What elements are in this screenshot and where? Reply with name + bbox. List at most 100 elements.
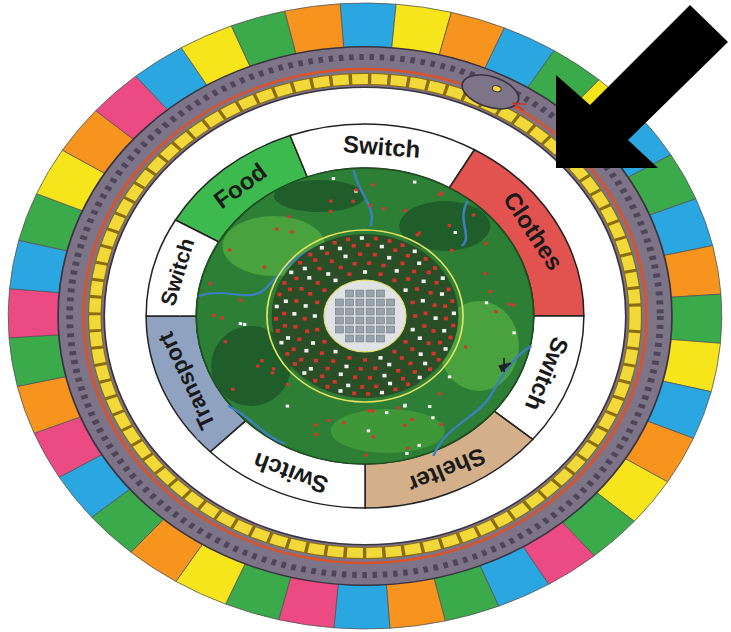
house <box>413 250 417 254</box>
house <box>412 270 416 274</box>
house <box>355 188 358 191</box>
house <box>393 248 397 252</box>
house <box>304 349 308 353</box>
city-block <box>335 299 343 306</box>
house <box>373 366 377 370</box>
house <box>447 288 451 292</box>
segment-text: Switch <box>155 235 199 309</box>
ring-segment-label: Food <box>203 153 278 219</box>
house <box>434 316 438 320</box>
house <box>374 385 378 389</box>
house <box>299 287 303 291</box>
house <box>406 254 410 258</box>
house <box>406 382 410 386</box>
house <box>428 291 432 295</box>
town <box>272 234 459 398</box>
segment-text: Shelter <box>404 443 490 499</box>
ring-segment-label: Switch <box>336 128 427 165</box>
house <box>228 249 231 252</box>
track-space <box>9 335 67 387</box>
house <box>385 411 388 414</box>
house <box>298 261 302 265</box>
house <box>411 301 415 305</box>
city-block <box>346 335 354 342</box>
house <box>299 358 303 362</box>
track-space <box>340 3 396 49</box>
house <box>283 324 287 328</box>
city-block <box>387 308 395 315</box>
house <box>371 183 374 186</box>
house <box>367 409 370 412</box>
house <box>423 362 427 366</box>
house <box>303 267 307 271</box>
house <box>325 252 329 256</box>
house <box>329 200 332 203</box>
house <box>432 329 436 333</box>
city-block <box>356 317 364 324</box>
house <box>417 232 420 235</box>
track-space <box>386 577 445 628</box>
house <box>358 252 362 256</box>
house <box>338 247 342 251</box>
city-block <box>376 299 384 306</box>
house <box>404 209 407 212</box>
snake-belly <box>95 79 635 553</box>
house <box>307 276 311 280</box>
ring-segment-label: Switch <box>152 229 205 316</box>
house <box>286 336 290 340</box>
city-block <box>366 335 374 342</box>
house <box>346 238 350 242</box>
house <box>331 359 335 363</box>
house <box>231 388 234 391</box>
house <box>275 228 278 231</box>
label-ring <box>146 124 584 508</box>
city-block <box>356 299 364 306</box>
house <box>256 365 259 368</box>
house <box>353 376 357 380</box>
snake-head <box>456 68 532 118</box>
house <box>326 272 330 276</box>
house <box>347 356 351 360</box>
house <box>313 314 317 318</box>
house <box>432 352 436 356</box>
house <box>304 304 308 308</box>
house <box>422 324 426 328</box>
house <box>431 416 434 419</box>
house <box>344 365 348 369</box>
house <box>360 236 364 240</box>
house <box>419 352 423 356</box>
house <box>405 452 408 455</box>
house <box>396 369 400 373</box>
house <box>418 336 422 340</box>
house <box>292 312 296 316</box>
house <box>448 375 451 378</box>
segment-text: Food <box>209 157 272 214</box>
house <box>380 245 384 249</box>
house <box>329 210 332 213</box>
city-block <box>366 317 374 324</box>
house <box>275 305 279 309</box>
house <box>433 303 437 307</box>
house <box>209 282 212 285</box>
house <box>442 329 446 333</box>
city-block <box>376 290 384 297</box>
house <box>311 341 315 345</box>
house <box>263 266 266 269</box>
city-block <box>376 308 384 315</box>
house <box>282 312 286 316</box>
house <box>276 329 280 333</box>
house <box>454 231 457 234</box>
house <box>363 358 367 362</box>
house <box>438 341 442 345</box>
house <box>378 356 382 360</box>
house <box>485 301 488 304</box>
segment-text: Switch <box>250 448 332 500</box>
house <box>285 352 289 356</box>
house <box>333 380 337 384</box>
house <box>417 444 420 447</box>
ring-segment-label: Switch <box>516 327 578 421</box>
city-block <box>335 326 343 333</box>
city-block <box>346 317 354 324</box>
house <box>410 347 414 351</box>
